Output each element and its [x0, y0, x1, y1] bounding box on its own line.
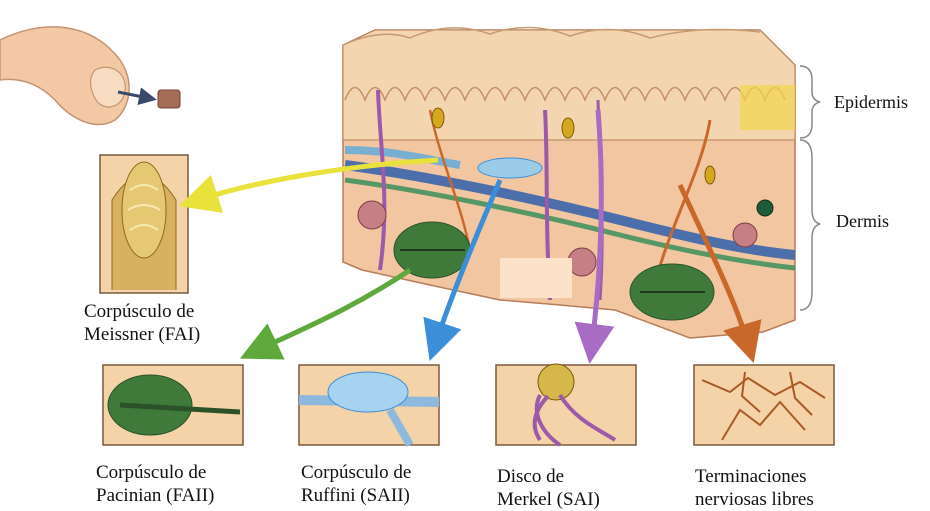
ruffini-label-line2: Ruffini (SAII): [301, 484, 411, 507]
pacinian-label-line2: Pacinian (FAII): [96, 484, 214, 507]
free-endings-label-line1: Terminaciones: [695, 465, 814, 488]
epidermis-label: Epidermis: [834, 91, 908, 114]
meissner-label: Corpúsculo de Meissner (FAI): [84, 300, 200, 346]
pacinian-label-line1: Corpúsculo de: [96, 461, 214, 484]
merkel-label-line1: Disco de: [497, 465, 600, 488]
meissner-inset: [100, 155, 188, 293]
merkel-label-line2: Merkel (SAI): [497, 488, 600, 511]
finger-illustration: [0, 27, 129, 125]
merkel-label: Disco de Merkel (SAI): [497, 465, 600, 511]
free-endings-inset: [694, 365, 834, 445]
meissner-label-line1: Corpúsculo de: [84, 300, 200, 323]
ruffini-label: Corpúsculo de Ruffini (SAII): [301, 461, 411, 507]
pacinian-label: Corpúsculo de Pacinian (FAII): [96, 461, 214, 507]
merkel-inset: [496, 364, 636, 445]
ruffini-inset: [299, 365, 439, 445]
dermis-label: Dermis: [836, 210, 889, 233]
dermis-brace: [800, 140, 820, 310]
free-endings-label: Terminaciones nerviosas libres: [695, 465, 814, 511]
pacinian-arrow: [258, 270, 410, 350]
meissner-label-line2: Meissner (FAI): [84, 323, 200, 346]
free-endings-label-line2: nerviosas libres: [695, 488, 814, 511]
epidermis-brace: [800, 66, 820, 138]
pacinian-inset: [103, 365, 243, 445]
touch-object: [158, 90, 180, 108]
ruffini-label-line1: Corpúsculo de: [301, 461, 411, 484]
